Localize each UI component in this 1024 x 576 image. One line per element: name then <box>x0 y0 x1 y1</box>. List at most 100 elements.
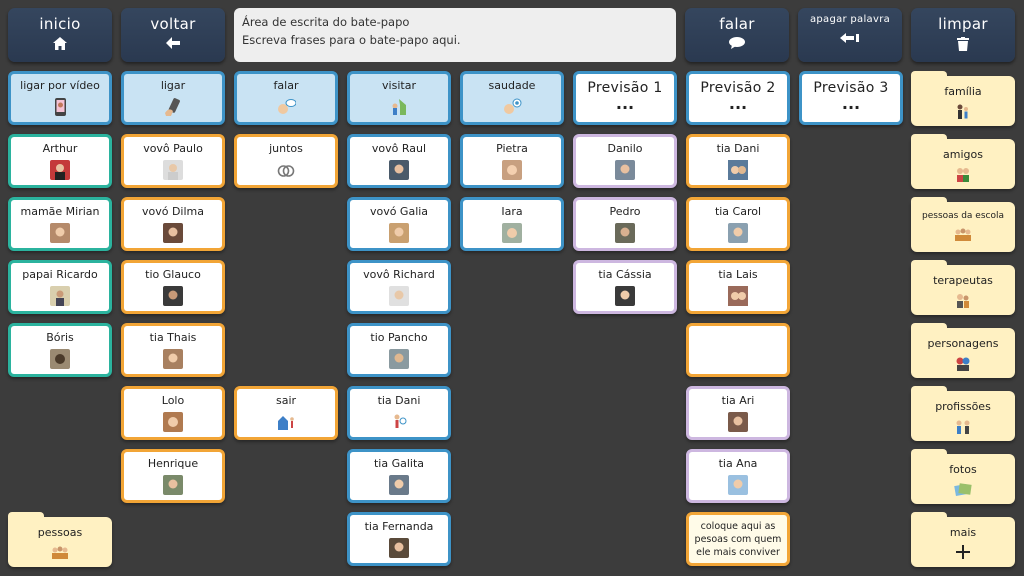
person-tia-dani[interactable]: tia Dani <box>686 134 790 188</box>
visitar-label: visitar <box>382 79 416 92</box>
apagar-label: apagar palavra <box>809 14 891 25</box>
folder-label: profissões <box>935 400 991 413</box>
person-arthur[interactable]: Arthur <box>8 134 112 188</box>
person-tia-cassia[interactable]: tia Cássia <box>573 260 677 314</box>
photo-icon <box>163 412 183 432</box>
folder-pessoas[interactable]: pessoas <box>8 512 112 567</box>
note-cell[interactable]: coloque aqui as pesoas com quem ele mais… <box>686 512 790 566</box>
person-tio-pancho[interactable]: tio Pancho <box>347 323 451 377</box>
prediction-1-button[interactable]: Previsão 1 ... <box>573 71 677 125</box>
empty-cell[interactable] <box>686 323 790 377</box>
photo-icon <box>50 160 70 180</box>
folder-fotos[interactable]: fotos <box>911 449 1015 504</box>
chat-area-title: Área de escrita do bate-papo <box>242 15 410 29</box>
prediction-2-label: Previsão 2 <box>700 80 776 96</box>
person-label: vovô Raul <box>371 142 427 155</box>
chat-text-area[interactable]: Área de escrita do bate-papo Escreva fra… <box>234 8 676 62</box>
sair-button[interactable]: sair <box>234 386 338 440</box>
person-label: Pietra <box>496 142 528 155</box>
home-icon <box>53 37 67 50</box>
ligar-por-video-button[interactable]: ligar por vídeo <box>8 71 112 125</box>
person-papai-ricardo[interactable]: papai Ricardo <box>8 260 112 314</box>
folder-terapeutas[interactable]: terapeutas <box>911 260 1015 315</box>
photo-icon <box>163 349 183 369</box>
person-mamae-mirian[interactable]: mamãe Mirian <box>8 197 112 251</box>
apagar-palavra-button[interactable]: apagar palavra <box>798 8 902 62</box>
speech-bubble-icon <box>729 37 745 49</box>
prediction-3-button[interactable]: Previsão 3 ... <box>799 71 903 125</box>
person-vovo-richard[interactable]: vovô Richard <box>347 260 451 314</box>
school-people-icon <box>955 228 971 241</box>
person-tia-lais[interactable]: tia Lais <box>686 260 790 314</box>
person-label: Henrique <box>147 457 199 470</box>
person-label: vovó Galia <box>369 205 429 218</box>
characters-icon <box>956 357 970 371</box>
folder-amigos[interactable]: amigos <box>911 134 1015 189</box>
person-tio-glauco[interactable]: tio Glauco <box>121 260 225 314</box>
folder-label: mais <box>949 526 977 539</box>
photo-icon <box>50 223 70 243</box>
person-label: tio Pancho <box>370 331 428 344</box>
person-label: vovô Paulo <box>143 142 203 155</box>
folder-pessoas-da-escola[interactable]: pessoas da escola <box>911 197 1015 252</box>
prediction-2-button[interactable]: Previsão 2 ... <box>686 71 790 125</box>
photo-icon <box>50 349 70 369</box>
visitar-button[interactable]: visitar <box>347 71 451 125</box>
person-tia-thais[interactable]: tia Thais <box>121 323 225 377</box>
folder-label: fotos <box>949 463 977 476</box>
folder-familia[interactable]: família <box>911 71 1015 126</box>
person-pietra[interactable]: Pietra <box>460 134 564 188</box>
person-tia-ari[interactable]: tia Ari <box>686 386 790 440</box>
folder-mais[interactable]: mais <box>911 512 1015 567</box>
photo-icon <box>502 160 522 180</box>
falar-button[interactable]: falar <box>685 8 789 62</box>
person-label: vovô Richard <box>363 268 435 281</box>
prediction-2-dots: ... <box>728 94 748 113</box>
photo-icon <box>615 223 635 243</box>
saudade-button[interactable]: saudade <box>460 71 564 125</box>
person-vovo-raul[interactable]: vovô Raul <box>347 134 451 188</box>
inicio-button[interactable]: inicio <box>8 8 112 62</box>
photo-icon <box>728 223 748 243</box>
folder-personagens[interactable]: personagens <box>911 323 1015 378</box>
professions-icon <box>956 420 970 434</box>
person-henrique[interactable]: Henrique <box>121 449 225 503</box>
person-boris[interactable]: Bóris <box>8 323 112 377</box>
leave-house-icon <box>278 416 294 430</box>
person-tia-ana[interactable]: tia Ana <box>686 449 790 503</box>
rings-icon <box>277 165 295 177</box>
prediction-3-label: Previsão 3 <box>813 80 889 96</box>
folder-label: terapeutas <box>933 274 993 287</box>
person-tia-dani-blue[interactable]: tia Dani <box>347 386 451 440</box>
photo-icon <box>728 475 748 495</box>
video-call-icon <box>55 98 66 116</box>
person-tia-fernanda[interactable]: tia Fernanda <box>347 512 451 566</box>
limpar-button[interactable]: limpar <box>911 8 1015 62</box>
person-vovo-paulo[interactable]: vovô Paulo <box>121 134 225 188</box>
person-label: tia Ana <box>718 457 758 470</box>
photo-icon <box>728 412 748 432</box>
people-icon <box>52 546 68 559</box>
person-danilo[interactable]: Danilo <box>573 134 677 188</box>
juntos-button[interactable]: juntos <box>234 134 338 188</box>
person-iara[interactable]: Iara <box>460 197 564 251</box>
folder-label: personagens <box>927 337 999 350</box>
person-vovo-galia[interactable]: vovó Galia <box>347 197 451 251</box>
backspace-icon <box>840 33 859 43</box>
person-lolo[interactable]: Lolo <box>121 386 225 440</box>
voltar-button[interactable]: voltar <box>121 8 225 62</box>
person-label: vovó Dilma <box>141 205 204 218</box>
person-pedro[interactable]: Pedro <box>573 197 677 251</box>
falar-action-button[interactable]: falar <box>234 71 338 125</box>
photo-icon <box>163 475 183 495</box>
photo-icon <box>389 475 409 495</box>
person-label: tia Thais <box>149 331 197 344</box>
ligar-button[interactable]: ligar <box>121 71 225 125</box>
person-vovo-dilma[interactable]: vovó Dilma <box>121 197 225 251</box>
person-tia-carol[interactable]: tia Carol <box>686 197 790 251</box>
person-label: tio Glauco <box>145 268 201 281</box>
friends-icon <box>957 168 969 182</box>
person-tia-galita[interactable]: tia Galita <box>347 449 451 503</box>
prediction-3-dots: ... <box>841 94 861 113</box>
folder-profissoes[interactable]: profissões <box>911 386 1015 441</box>
